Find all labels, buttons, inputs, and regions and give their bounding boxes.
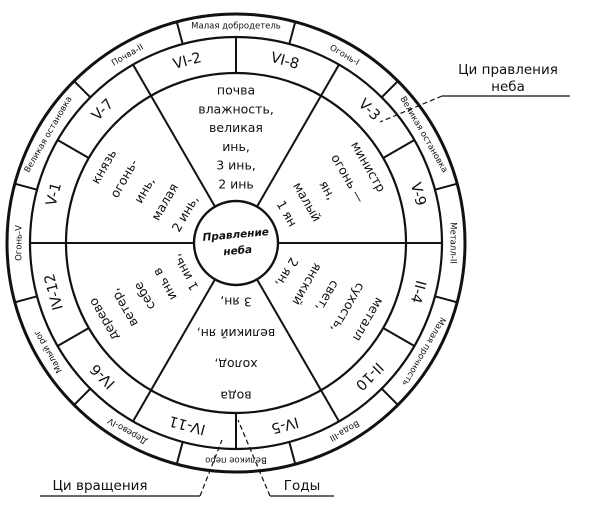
sector-divider-6 bbox=[150, 95, 216, 208]
year-divider-11 bbox=[57, 139, 90, 159]
outer-divider-4 bbox=[434, 295, 458, 304]
callout-rotation-label: Ци вращения bbox=[52, 478, 147, 494]
sector-line: 2 инь bbox=[218, 177, 254, 192]
sector-line: холод, bbox=[214, 357, 257, 372]
year-divider-5 bbox=[382, 327, 415, 347]
outer-ring-label: Дерево-IV bbox=[106, 415, 149, 446]
outer-ring-label: Металл-II bbox=[448, 222, 458, 264]
sector-line: влажность, bbox=[198, 101, 274, 116]
outer-divider-6 bbox=[288, 441, 297, 465]
callout-years-label: Годы bbox=[284, 478, 321, 494]
year-label: V-9 bbox=[407, 181, 429, 208]
outer-divider-5 bbox=[380, 387, 399, 406]
year-label: IV-11 bbox=[167, 412, 207, 437]
outer-ring-label: Малая добродетель bbox=[191, 22, 281, 32]
outer-divider-11 bbox=[73, 80, 92, 99]
callout-sky-leader bbox=[379, 95, 443, 123]
outer-ring-label: Великое перо bbox=[205, 455, 267, 465]
year-label: V-1 bbox=[44, 181, 66, 208]
outer-border-ring bbox=[5, 12, 467, 474]
outer-divider-2 bbox=[380, 80, 399, 99]
callout-rotation: Ци вращения bbox=[40, 439, 223, 497]
sector-divider-1 bbox=[256, 95, 322, 208]
year-label: V-3 bbox=[355, 96, 383, 124]
sector-line: ян, bbox=[316, 178, 339, 203]
callout-years: Годы bbox=[237, 419, 334, 497]
outer-divider-1 bbox=[288, 21, 297, 45]
callout-sky-line1: Ци правления bbox=[458, 62, 558, 78]
sector-line: 3 ян, bbox=[220, 295, 252, 310]
outer-ring-label: Огонь-V bbox=[15, 225, 25, 261]
year-label: IV-12 bbox=[42, 272, 67, 312]
sector-divider-3 bbox=[256, 278, 322, 391]
outer-divider-7 bbox=[175, 441, 184, 465]
sector-line: вода bbox=[220, 389, 251, 404]
year-label: VI-8 bbox=[269, 50, 301, 73]
sector-line: себе bbox=[130, 279, 158, 313]
year-divider-6 bbox=[320, 389, 340, 422]
year-divider-12 bbox=[132, 64, 152, 97]
callout-years-leader bbox=[237, 419, 271, 497]
year-label: II-4 bbox=[407, 279, 428, 305]
year-label: VI-2 bbox=[171, 50, 203, 73]
outer-ring-label: Великая остановка bbox=[23, 95, 75, 175]
sector-line: великий ян, bbox=[197, 326, 276, 341]
center-label: Правление неба bbox=[202, 226, 269, 258]
year-divider-8 bbox=[132, 389, 152, 422]
year-divider-3 bbox=[382, 139, 415, 159]
callout-rotation-leader bbox=[199, 439, 223, 497]
outer-divider-8 bbox=[73, 387, 92, 406]
callout-sky-governance: Ци правления неба bbox=[379, 62, 570, 123]
year-label: IV-5 bbox=[269, 413, 300, 436]
center-label-line1: Правление bbox=[202, 226, 269, 244]
center-label-line2: неба bbox=[223, 244, 253, 258]
sector-dividers bbox=[14, 21, 458, 465]
sector-divider-4 bbox=[150, 278, 216, 391]
outer-divider-9 bbox=[14, 295, 38, 304]
sector-line: великая bbox=[209, 120, 263, 135]
sector-line: инь, bbox=[222, 139, 250, 154]
outer-divider-10 bbox=[14, 182, 38, 191]
year-divider-2 bbox=[320, 64, 340, 97]
outer-divider-12 bbox=[175, 21, 184, 45]
outer-divider-3 bbox=[434, 182, 458, 191]
year-label: V-7 bbox=[89, 96, 117, 124]
year-label: IV-6 bbox=[88, 360, 119, 391]
outer-ring-label: Почва-II bbox=[110, 42, 145, 68]
sector-line: почва bbox=[217, 83, 255, 98]
callout-sky-line2: неба bbox=[491, 79, 525, 95]
sector-line: инь, bbox=[131, 174, 158, 205]
sector-line: 1 ян bbox=[274, 198, 301, 229]
sector-line: 2 ян, bbox=[273, 255, 302, 290]
sector-line: 3 инь, bbox=[216, 158, 256, 173]
year-divider-9 bbox=[57, 327, 90, 347]
outer-ring-label: Великая остановка bbox=[398, 95, 450, 175]
